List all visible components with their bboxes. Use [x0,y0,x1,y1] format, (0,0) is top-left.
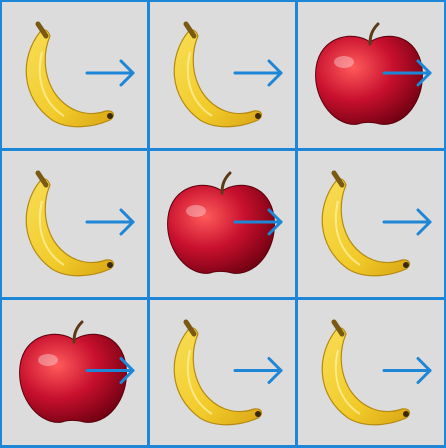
grid-cell[interactable] [2,2,147,148]
arrow-right-icon [85,357,135,384]
apple-icon [167,171,275,274]
grid-cell[interactable] [298,151,444,297]
apple-icon [19,320,127,423]
banana-icon [25,21,115,128]
arrow-right-icon [233,59,283,87]
arrow-right-icon [85,208,135,236]
banana-icon [25,170,115,277]
grid-cell[interactable] [2,300,147,445]
apple-icon [315,22,423,125]
arrow-right-icon [382,357,432,384]
banana-icon [321,170,411,277]
banana-icon [173,21,263,128]
arrow-right-icon [382,208,432,236]
arrow-right-icon [233,208,283,236]
banana-icon [173,319,263,426]
grid-cell[interactable] [150,151,295,297]
grid-cell[interactable] [298,300,444,445]
banana-icon [321,319,411,426]
grid-cell[interactable] [2,151,147,297]
arrow-right-icon [85,59,135,87]
grid-cell[interactable] [150,2,295,148]
arrow-right-icon [382,59,432,87]
grid-cell[interactable] [298,2,444,148]
arrow-right-icon [233,357,283,384]
grid-cell[interactable] [150,300,295,445]
